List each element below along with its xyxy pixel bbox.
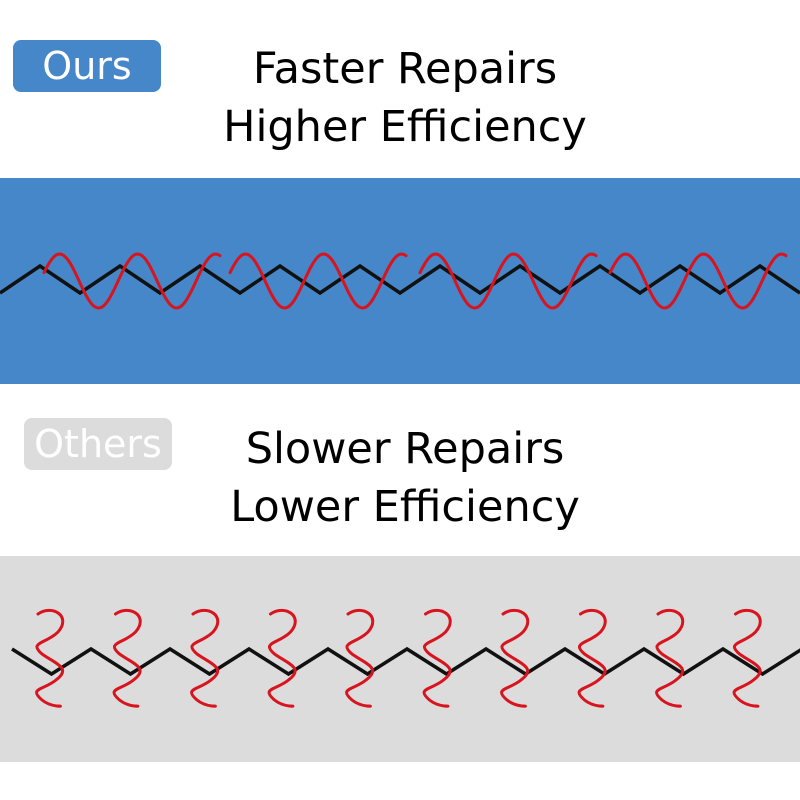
repair-curl-icon-6	[422, 608, 452, 708]
polymer-chain-line	[11, 646, 800, 677]
ours-badge-label: Ours	[42, 44, 132, 88]
ours-illustration-band	[0, 178, 800, 384]
repair-curl-icon-5	[345, 608, 375, 708]
others-badge-label: Others	[34, 422, 162, 466]
ours-badge: Ours	[13, 40, 161, 92]
others-illustration-band	[0, 556, 800, 762]
repair-wave-icon-2	[228, 252, 408, 310]
others-badge: Others	[24, 418, 172, 470]
polymer-chain-line	[0, 263, 800, 296]
repair-curl-icon-4	[267, 608, 297, 708]
others-chain-illustration	[11, 608, 800, 708]
others-headline: Slower Repairs Lower Efficiency	[150, 420, 660, 536]
repair-curl-icon-10	[732, 608, 762, 708]
repair-curl-icon-9	[655, 608, 685, 708]
ours-chain-illustration	[0, 252, 800, 310]
repair-wave-icon-1	[42, 252, 222, 310]
repair-curl-icon-7	[500, 608, 530, 708]
repair-wave-icon-4	[608, 252, 788, 310]
repair-curl-icon-8	[577, 608, 607, 708]
repair-curl-icon-3	[190, 608, 220, 708]
repair-curl-icon-1	[35, 608, 65, 708]
others-headline-line2: Lower Efficiency	[230, 482, 580, 532]
repair-curl-icon-2	[112, 608, 142, 708]
ours-headline-line2: Higher Efficiency	[223, 102, 587, 152]
ours-headline: Faster Repairs Higher Efficiency	[150, 40, 660, 156]
others-headline-line1: Slower Repairs	[245, 424, 565, 474]
ours-headline-line1: Faster Repairs	[252, 44, 558, 94]
repair-wave-icon-3	[418, 252, 598, 310]
